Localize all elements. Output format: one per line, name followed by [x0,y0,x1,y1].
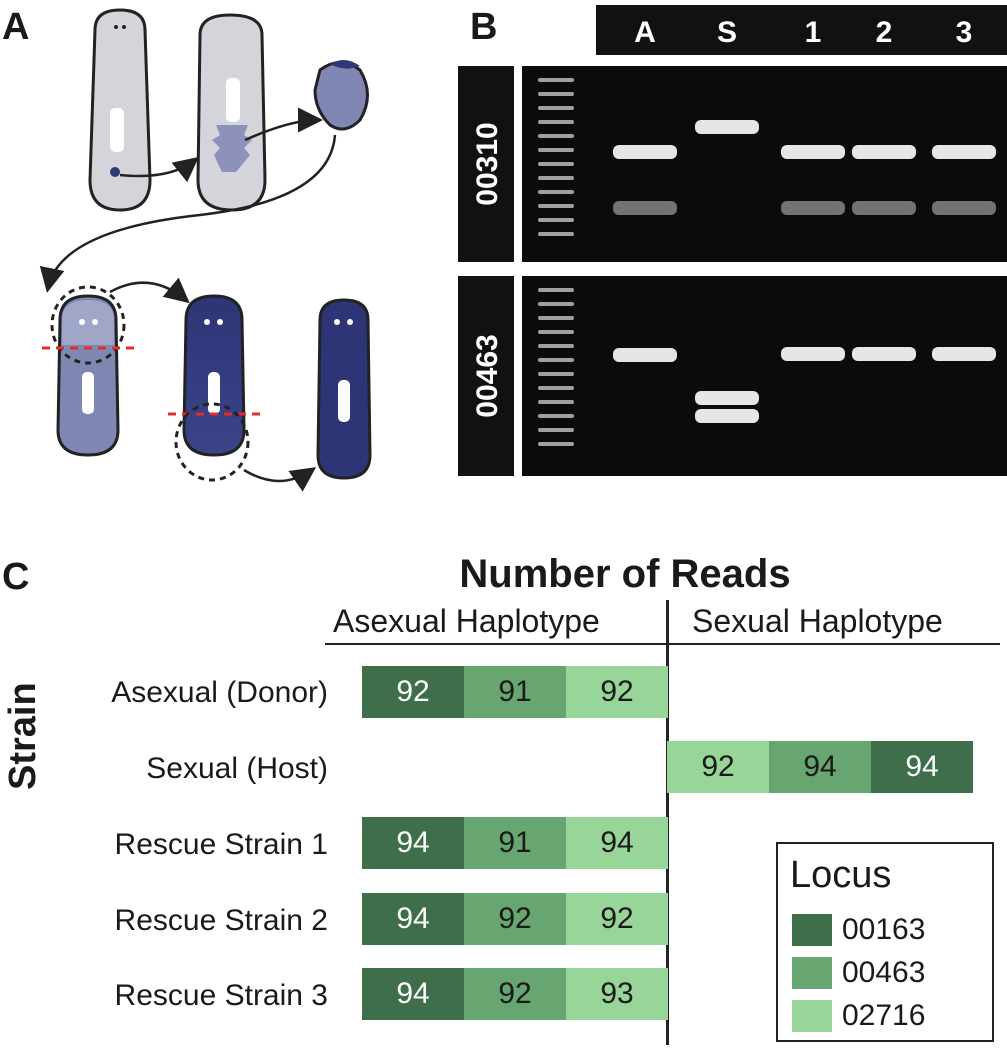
lane-label: 3 [956,16,973,49]
lane-label: 2 [876,16,893,49]
bar-segment-02716: 92 [566,666,668,718]
ladder-band [538,162,574,166]
bar-segment-02716: 93 [566,968,668,1020]
bar-segment-00463: 91 [464,666,566,718]
chart-title: Number of Reads [459,552,791,596]
ladder-band [538,386,574,390]
ladder-band [538,428,574,432]
bar-segment-00163: 94 [362,968,464,1020]
ladder-band [538,190,574,194]
ladder-band [538,316,574,320]
bar-segment-00163: 94 [362,893,464,945]
ladder-band [538,218,574,222]
legend-swatch [792,957,832,989]
legend-label: 02716 [842,999,926,1032]
lane-header-bar [596,5,1007,55]
strain-label: Rescue Strain 3 [114,979,328,1012]
gel-figure: A S 1 2 3 00310 00463 [458,5,1007,476]
asexual-haplotype-header: Asexual Haplotype [333,603,600,639]
ladder-band [538,92,574,96]
strain-label: Asexual (Donor) [111,676,328,709]
lane-label: A [634,16,656,49]
legend-title: Locus [790,854,892,896]
ladder-band [538,106,574,110]
ladder-band [538,414,574,418]
legend-label: 00463 [842,956,926,989]
ladder-band [538,302,574,306]
ladder-band [538,120,574,124]
legend-item: 00163 [792,913,926,946]
header-underline-sexual [668,643,1000,645]
header-underline-asexual [325,643,668,645]
gel-band [613,201,677,215]
gel-band [613,348,677,362]
bar-segment-00463: 91 [464,817,566,869]
legend-label: 00163 [842,913,926,946]
panel-a-letter: A [2,6,30,48]
gel-band [852,145,916,159]
ladder-band [538,78,574,82]
ladder-band [538,400,574,404]
gel-band [781,145,845,159]
gel-band [852,201,916,215]
legend-swatch [792,914,832,946]
bar-segment-00463: 94 [769,741,871,793]
ladder-band [538,372,574,376]
bar-segment-00163: 94 [871,741,973,793]
legend-item: 00463 [792,956,926,989]
legend: Locus 00163 00463 02716 [776,842,994,1042]
gel-label: 00463 [471,334,504,417]
gel-band [695,391,759,405]
gel-band [932,145,996,159]
ladder-band [538,148,574,152]
bar-segment-02716: 92 [566,893,668,945]
ladder-band [538,204,574,208]
strain-label: Sexual (Host) [146,752,328,785]
ladder-band [538,442,574,446]
gel-band [695,409,759,423]
bar-segment-02716: 92 [667,741,769,793]
bar-segment-00463: 92 [464,968,566,1020]
ladder-band [538,232,574,236]
ladder-band [538,176,574,180]
legend-swatch [792,1000,832,1032]
bar-segment-00163: 94 [362,817,464,869]
lane-label: 1 [805,16,822,49]
sexual-haplotype-header: Sexual Haplotype [692,603,943,639]
strain-label: Rescue Strain 1 [114,828,328,861]
gel-band [852,347,916,361]
gel-label-bar [458,276,514,476]
panel-b-letter: B [470,6,498,48]
gel-label: 00310 [471,122,504,205]
ladder-band [538,344,574,348]
legend-item: 02716 [792,999,926,1032]
gel-image [522,66,1007,262]
gel-band [781,347,845,361]
lane-label: S [717,16,737,49]
ladder-band [538,288,574,292]
bar-segment-00463: 92 [464,893,566,945]
ladder-band [538,330,574,334]
gel-band [781,201,845,215]
gel-band [932,201,996,215]
bar-segment-00163: 92 [362,666,464,718]
strain-label: Rescue Strain 2 [114,904,328,937]
panel-c-letter: C [2,556,30,598]
gel-band [932,347,996,361]
bar-segment-02716: 94 [566,817,668,869]
gel-label-bar [458,66,514,262]
ladder-band [538,358,574,362]
gel-image [522,276,1007,476]
gel-band [695,120,759,134]
transplant-schematic [39,8,372,492]
ladder-band [538,134,574,138]
gel-band [613,145,677,159]
